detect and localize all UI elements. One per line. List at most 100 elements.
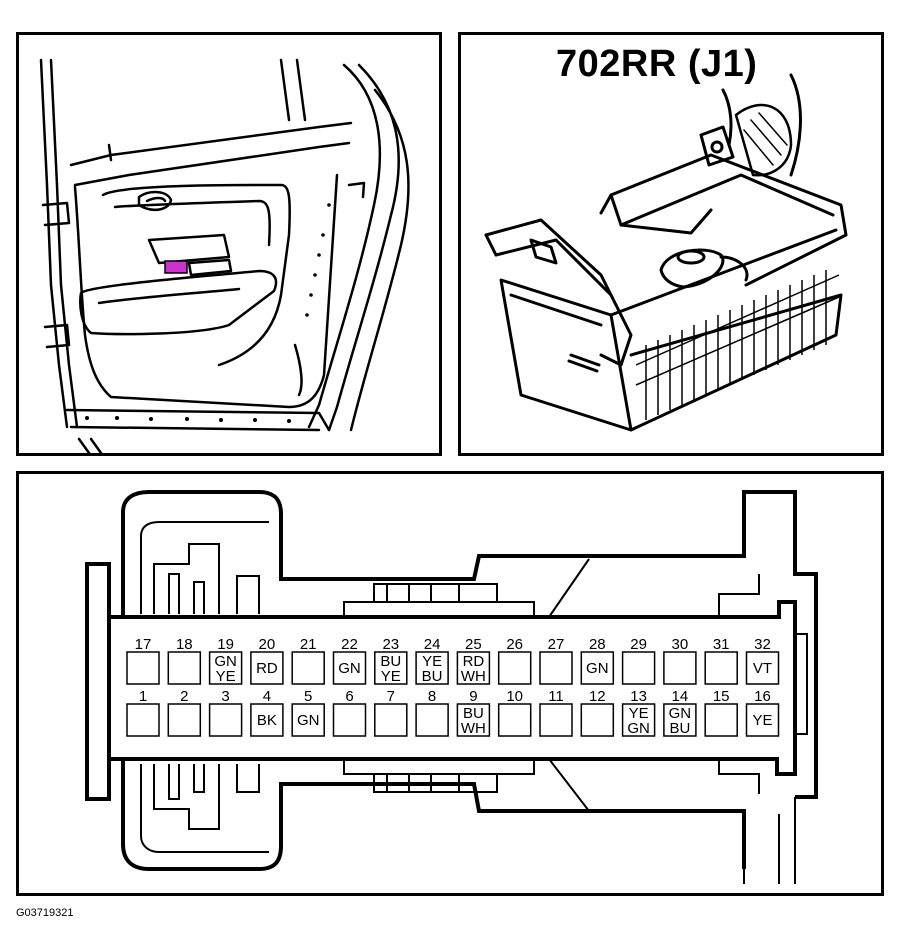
pin-number: 14 <box>672 688 689 705</box>
pin-number: 1 <box>139 688 147 705</box>
pin-cavity <box>374 651 408 685</box>
wire-color: GN <box>214 653 237 670</box>
door-illustration-panel <box>16 32 442 456</box>
pin-5: 5GN <box>291 688 325 737</box>
wire-color: YE <box>752 712 772 729</box>
pin-number: 2 <box>180 688 188 705</box>
wire-color: GN <box>627 720 650 737</box>
pin-cavity <box>497 703 532 737</box>
pin-10: 10 <box>497 688 532 737</box>
pin-number: 21 <box>300 636 317 653</box>
pin-number: 4 <box>263 688 271 705</box>
pin-number: 3 <box>221 688 229 705</box>
wire-color: YE <box>422 653 442 670</box>
pin-cavity <box>580 651 615 685</box>
pin-cavity <box>167 651 202 685</box>
pin-27: 27 <box>539 636 573 685</box>
pin-number: 5 <box>304 688 312 705</box>
wire-color: GN <box>586 660 609 677</box>
pin-cavity <box>539 703 573 737</box>
figure-id: G03719321 <box>16 907 74 919</box>
wire-color: BU <box>669 720 690 737</box>
pin-cavity <box>415 651 449 685</box>
pin-number: 25 <box>465 636 482 653</box>
pin-cavity <box>621 651 656 685</box>
connector-title: 702RR (J1) <box>556 43 758 85</box>
pin-number: 18 <box>176 636 193 653</box>
wire-color: WH <box>461 720 486 737</box>
pin-29: 29 <box>621 636 656 685</box>
pin-number: 17 <box>135 636 152 653</box>
left-flange <box>85 562 111 801</box>
pin-number: 30 <box>672 636 689 653</box>
pin-1: 1 <box>126 688 160 737</box>
pin-number: 24 <box>424 636 441 653</box>
door-illustration <box>39 58 410 453</box>
connector-location-highlight <box>164 260 188 274</box>
wire-color: VT <box>753 660 772 677</box>
pin-number: 11 <box>548 688 564 705</box>
pin-30: 30 <box>663 636 697 685</box>
pin-8: 8 <box>415 688 449 737</box>
pin-cavity <box>332 703 367 737</box>
pin-cavity <box>291 651 325 685</box>
pin-cavity <box>539 651 573 685</box>
wire-color: YE <box>216 668 236 685</box>
pin-cavity <box>580 703 615 737</box>
pin-cavity <box>332 651 367 685</box>
pin-number: 23 <box>382 636 399 653</box>
pin-31: 31 <box>704 636 738 685</box>
pin-number: 16 <box>754 688 771 705</box>
pin-cavity <box>250 651 284 685</box>
pin-cavity <box>250 703 284 737</box>
pin-number: 26 <box>506 636 523 653</box>
pin-17: 17 <box>126 636 160 685</box>
pin-number: 7 <box>387 688 395 705</box>
pin-cavity <box>208 703 243 737</box>
wire-color: BU <box>422 668 443 685</box>
pin-cavity <box>663 651 697 685</box>
wire-color: BK <box>257 712 277 729</box>
pin-cavity <box>208 651 243 685</box>
pin-number: 32 <box>754 636 771 653</box>
wire-color: RD <box>256 660 278 677</box>
pin-cavity <box>745 703 780 737</box>
pin-cavity <box>704 703 738 737</box>
pin-number: 22 <box>341 636 358 653</box>
pin-number: 12 <box>589 688 606 705</box>
pin-7: 7 <box>374 688 408 737</box>
pin-2: 2 <box>167 688 202 737</box>
pin-cavity <box>745 651 780 685</box>
pin-12: 12 <box>580 688 615 737</box>
pin-cavity <box>374 703 408 737</box>
wire-color: YE <box>629 705 649 722</box>
wire-color: BU <box>380 653 401 670</box>
pin-cavity <box>621 703 656 737</box>
pin-18: 18 <box>167 636 202 685</box>
pin-cavity <box>704 651 738 685</box>
pin-cavity <box>456 651 491 685</box>
pin-4: 4BK <box>250 688 284 737</box>
wire-color: GN <box>669 705 692 722</box>
wire-color: YE <box>381 668 401 685</box>
pin-number: 13 <box>630 688 647 705</box>
wire-color: BU <box>463 705 484 722</box>
pin-number: 19 <box>217 636 234 653</box>
pin-cavity <box>663 703 697 737</box>
pin-number: 15 <box>713 688 730 705</box>
pin-cavity <box>456 703 491 737</box>
